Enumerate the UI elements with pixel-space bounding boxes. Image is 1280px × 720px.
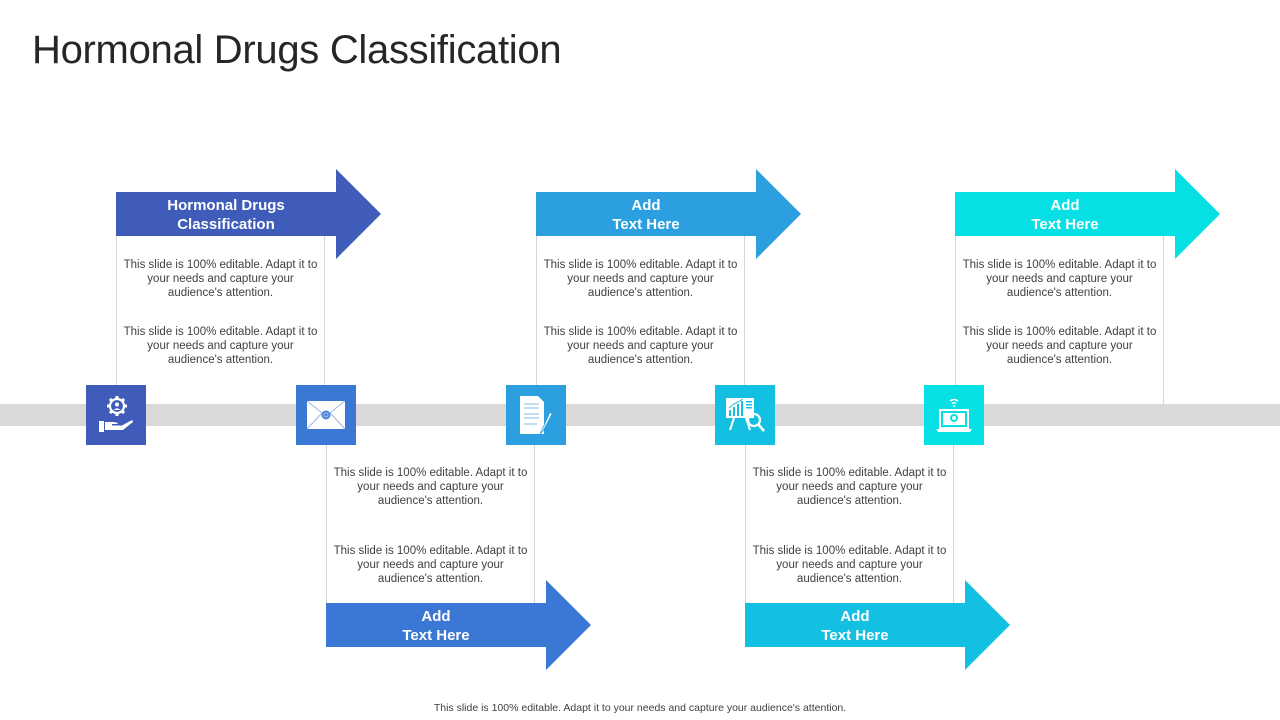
step-2-icon-box [296, 385, 356, 445]
step-4-icon-box [715, 385, 775, 445]
step-2-arrow: Add Text Here [326, 580, 592, 670]
step-4-arrow: Add Text Here [745, 580, 1011, 670]
presentation-chart-magnifier-icon [726, 398, 765, 432]
step-5-arrow-shape [955, 169, 1220, 259]
step-4-heading: Add Text Here [821, 608, 889, 644]
step-4-arrow-shape [745, 580, 1010, 670]
step-5-text-1: This slide is 100% editable. Adapt it to… [962, 259, 1157, 299]
slide-title: Hormonal Drugs Classification [32, 28, 562, 72]
step-1-text-1: This slide is 100% editable. Adapt it to… [123, 259, 318, 299]
step-3-column: This slide is 100% editable. Adapt it to… [536, 236, 745, 404]
step-2-text-1: This slide is 100% editable. Adapt it to… [333, 467, 528, 507]
step-5-arrow: Add Text Here [955, 169, 1221, 259]
step-2-column: This slide is 100% editable. Adapt it to… [326, 426, 535, 603]
envelope-icon [306, 400, 346, 430]
step-2-heading: Add Text Here [402, 608, 470, 644]
timeline-bar [0, 404, 1280, 426]
document-pen-icon [520, 396, 553, 435]
step-1-arrow: Hormonal Drugs Classification [116, 169, 382, 259]
step-1-arrow-shape [116, 169, 381, 259]
step-1-heading: Hormonal Drugs Classification [167, 197, 285, 233]
step-3-text-2: This slide is 100% editable. Adapt it to… [543, 326, 738, 366]
step-3-heading: Add Text Here [612, 197, 680, 233]
step-4-text-1: This slide is 100% editable. Adapt it to… [752, 467, 947, 507]
step-3-arrow: Add Text Here [536, 169, 802, 259]
step-4-column: This slide is 100% editable. Adapt it to… [745, 426, 954, 603]
step-1-column: This slide is 100% editable. Adapt it to… [116, 236, 325, 404]
step-4-text-2: This slide is 100% editable. Adapt it to… [752, 545, 947, 585]
step-1-text-2: This slide is 100% editable. Adapt it to… [123, 326, 318, 366]
step-5-column: This slide is 100% editable. Adapt it to… [955, 236, 1164, 404]
step-2-arrow-shape [326, 580, 591, 670]
footer-note: This slide is 100% editable. Adapt it to… [433, 702, 847, 714]
step-5-icon-box [924, 385, 984, 445]
hand-gear-user-icon [99, 396, 133, 432]
step-5-text-2: This slide is 100% editable. Adapt it to… [962, 326, 1157, 366]
step-1-icon-box [86, 385, 146, 445]
laptop-user-wifi-icon [936, 398, 972, 432]
step-3-arrow-shape [536, 169, 801, 259]
step-2-text-2: This slide is 100% editable. Adapt it to… [333, 545, 528, 585]
step-5-heading: Add Text Here [1031, 197, 1099, 233]
step-3-icon-box [506, 385, 566, 445]
step-3-text-1: This slide is 100% editable. Adapt it to… [543, 259, 738, 299]
